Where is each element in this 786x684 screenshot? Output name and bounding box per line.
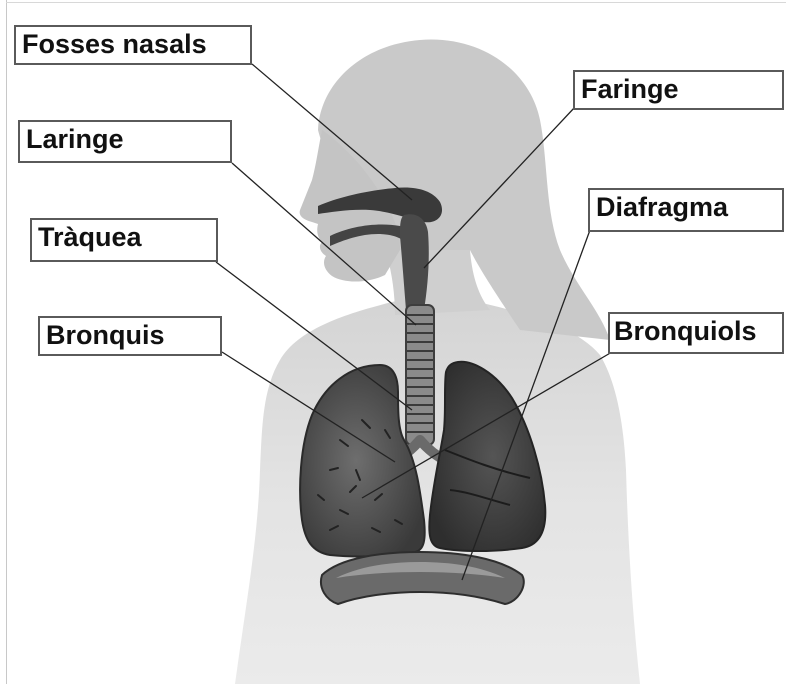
label-diafragma: Diafragma: [588, 188, 784, 232]
label-fosses-nasals: Fosses nasals: [14, 25, 252, 65]
label-bronquis: Bronquis: [38, 316, 222, 356]
label-bronquiols: Bronquiols: [608, 312, 784, 354]
label-laringe: Laringe: [18, 120, 232, 163]
label-traquea: Tràquea: [30, 218, 218, 262]
label-faringe: Faringe: [573, 70, 784, 110]
neck-silhouette: [385, 250, 490, 315]
